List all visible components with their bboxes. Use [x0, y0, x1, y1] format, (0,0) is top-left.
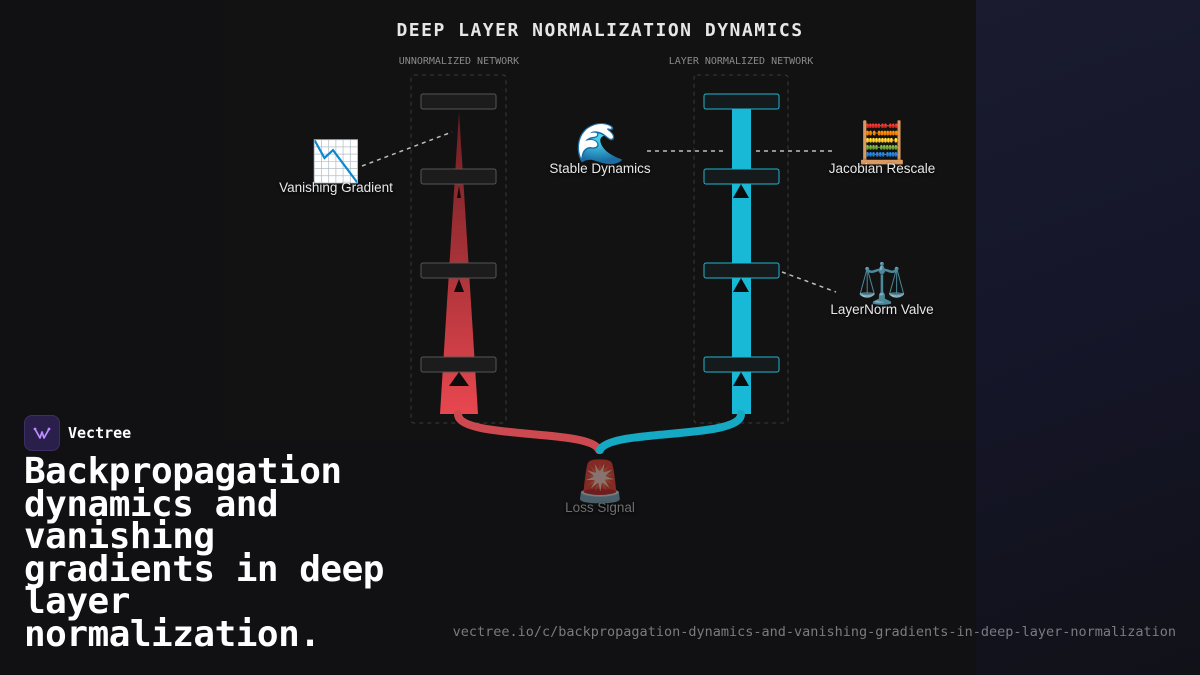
unnormalized-column-frame [410, 74, 507, 424]
gradient-arrow-up-icon [733, 184, 749, 198]
layernorm-valve-label: LayerNorm Valve [830, 302, 934, 317]
vectree-logo-icon [24, 415, 60, 451]
gradient-arrow-up-icon [733, 278, 749, 292]
chart-decreasing-icon: 📉 [311, 139, 361, 185]
normalized-layer-box [703, 262, 780, 279]
loss-signal-label: Loss Signal [565, 500, 635, 515]
unnormalized-layer-box [420, 262, 497, 279]
unnormalized-layer-box [420, 93, 497, 110]
brand-name: Vectree [68, 424, 132, 442]
balance-scale-icon: ⚖️ [857, 261, 907, 307]
normalized-loss-path [596, 410, 745, 454]
water-wave-icon: 🌊 [575, 121, 625, 167]
normalized-layer-box [703, 93, 780, 110]
gradient-arrow-up-icon [449, 372, 469, 386]
unnormalized-layer-box [420, 356, 497, 373]
normalized-column-label: LAYER NORMALIZED NETWORK [668, 56, 814, 67]
brand: Vectree [24, 415, 131, 451]
gradient-arrow-up-icon [454, 279, 464, 292]
background-gradient [976, 0, 1200, 675]
connector-vanishing-gradient [361, 131, 453, 167]
page-url[interactable]: vectree.io/c/backpropagation-dynamics-an… [452, 624, 1176, 640]
jacobian-rescale-label: Jacobian Rescale [828, 161, 936, 176]
diagram-title: DEEP LAYER NORMALIZATION DYNAMICS [396, 20, 804, 41]
siren-icon: 🚨 [575, 459, 625, 505]
normalized-layer-box [703, 168, 780, 185]
unnormalized-loss-path [454, 410, 603, 454]
connector-layernorm-valve [781, 271, 837, 293]
normalized-layer-box [703, 356, 780, 373]
diagram-panel [224, 0, 976, 440]
gradient-arrow-up-icon [457, 186, 461, 198]
unnormalized-layer-box [420, 168, 497, 185]
abacus-icon: 🧮 [857, 120, 907, 166]
stable-dynamics-label: Stable Dynamics [549, 161, 651, 176]
vanishing-gradient-label: Vanishing Gradient [279, 180, 393, 195]
headline: Backpropagation dynamics and vanishing g… [24, 451, 384, 655]
unnormalized-column-label: UNNORMALIZED NETWORK [398, 56, 520, 67]
gradient-arrow-up-icon [733, 372, 749, 386]
normalized-column-frame [693, 74, 789, 424]
